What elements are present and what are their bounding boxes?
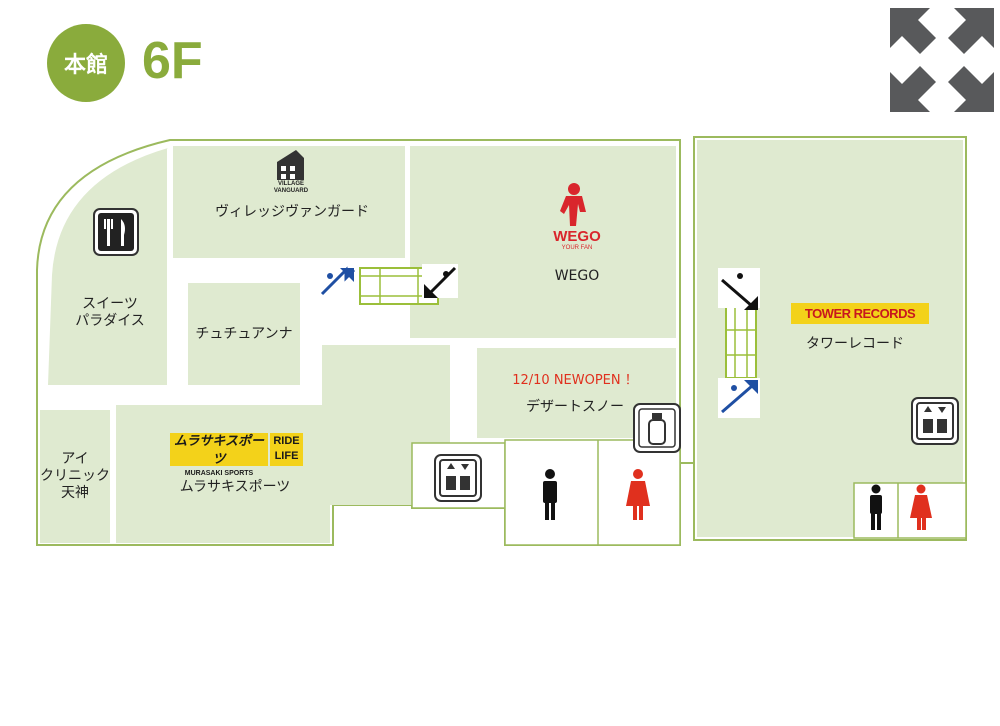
tower-records-label[interactable]: タワーレコード <box>806 336 904 352</box>
wego-lower <box>483 146 676 338</box>
escalator-down-icon <box>422 264 458 298</box>
escalator-up-icon-right <box>718 378 760 418</box>
wego-logo: WEGO <box>553 228 601 245</box>
village-vanguard-label[interactable]: ヴィレッジヴァンガード <box>215 204 369 220</box>
chuchu-anna-area[interactable] <box>188 283 300 385</box>
sweets-paradise-label-1[interactable]: スイーツ <box>82 296 138 312</box>
eye-clinic-label-2[interactable]: クリニック <box>40 468 110 484</box>
women-toilet-icon <box>626 469 650 520</box>
eye-clinic-label-1[interactable]: アイ <box>61 451 89 467</box>
ride-life-logo-2: LIFE <box>274 450 299 462</box>
wego-figure-icon <box>560 183 586 226</box>
elevator-icon-right <box>911 397 959 445</box>
building-label: 本館 <box>63 53 108 78</box>
dessert-snow-label[interactable]: デザートスノー <box>526 399 624 415</box>
eye-clinic-area[interactable] <box>40 410 110 543</box>
building-badge: 本館 <box>47 24 125 102</box>
expand-arrows-icon[interactable] <box>890 8 994 112</box>
ride-life-logo: RIDE LIFE <box>270 433 303 466</box>
escalator-down-icon-right <box>718 268 760 310</box>
floor-label: 6F <box>142 32 203 90</box>
murasaki-logo-sub: MURASAKI SPORTS <box>184 470 254 477</box>
elevator-icon <box>434 454 482 502</box>
village-vanguard-logo: VILLAGE VANGUARD <box>273 181 309 194</box>
murasaki-logo: ムラサキスポーツ MURASAKI SPORTS <box>170 433 268 477</box>
sweets-paradise-label-2[interactable]: パラダイス <box>75 313 145 329</box>
village-vanguard-logo-icon <box>277 150 304 180</box>
sweets-paradise-area[interactable] <box>48 148 168 385</box>
tower-records-logo: TOWER RECORDS <box>791 303 929 324</box>
murasaki-label[interactable]: ムラサキスポーツ <box>179 479 291 495</box>
fork-knife-icon <box>93 208 139 256</box>
chuchu-anna-label[interactable]: チュチュアンナ <box>195 326 293 342</box>
baby-bottle-icon <box>633 403 681 453</box>
women-toilet-icon-right <box>910 484 932 530</box>
wego-label[interactable]: WEGO <box>554 268 600 284</box>
wego-logo-sub: YOUR FAN <box>561 245 593 251</box>
dessert-snow-notice: 12/10 NEWOPEN ！ <box>512 373 638 388</box>
men-toilet-icon-right <box>870 484 882 530</box>
ride-life-logo-1: RIDE <box>273 435 300 447</box>
eye-clinic-label-3[interactable]: 天神 <box>61 485 89 501</box>
murasaki-logo-main: ムラサキスポーツ <box>174 434 264 467</box>
men-toilet-icon <box>543 469 557 520</box>
murasaki-area[interactable] <box>116 405 330 543</box>
escalator-up-icon <box>320 264 356 298</box>
escalator-right <box>725 305 757 379</box>
